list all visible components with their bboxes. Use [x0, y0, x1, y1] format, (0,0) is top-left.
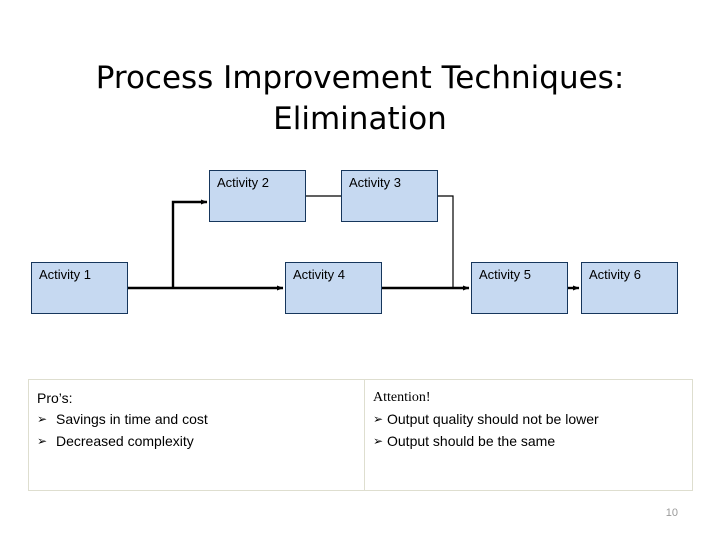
activity-node-3[interactable]: Activity 3 — [341, 170, 438, 222]
activity-node-6[interactable]: Activity 6 — [581, 262, 678, 314]
connector-activity1-to-activity2 — [171, 199, 208, 288]
activity-node-5[interactable]: Activity 5 — [471, 262, 568, 314]
notes-cell-attention: Attention! ➢ Output quality should not b… — [365, 380, 692, 490]
page-number: 10 — [665, 507, 678, 519]
list-item: ➢ Output should be the same — [373, 431, 682, 453]
list-item-label: Output should be the same — [387, 433, 556, 450]
list-item: ➢ Output quality should not be lower — [373, 409, 682, 431]
activity-node-2[interactable]: Activity 2 — [209, 170, 306, 222]
list-item-label: Output quality should not be lower — [387, 411, 599, 428]
pros-list: ➢ Savings in time and cost ➢ Decreased c… — [37, 409, 354, 453]
list-item-label: Savings in time and cost — [56, 411, 208, 428]
arrow-bullet-icon: ➢ — [37, 412, 48, 427]
arrow-bullet-icon: ➢ — [37, 434, 48, 449]
notes-cell-pros: Pro’s: ➢ Savings in time and cost ➢ Decr… — [29, 380, 365, 490]
pros-heading: Pro’s: — [37, 390, 73, 406]
page-title: Process Improvement Techniques: Eliminat… — [95, 60, 625, 138]
notes-table: Pro’s: ➢ Savings in time and cost ➢ Decr… — [28, 379, 693, 491]
list-item: ➢ Decreased complexity — [37, 431, 354, 453]
activity-node-1[interactable]: Activity 1 — [31, 262, 128, 314]
flow-connectors — [128, 195, 580, 291]
list-item-label: Decreased complexity — [56, 433, 194, 450]
connector-activity3-to-activity5 — [438, 195, 454, 289]
arrow-bullet-icon: ➢ — [373, 412, 384, 427]
arrow-bullet-icon: ➢ — [373, 434, 384, 449]
attention-list: ➢ Output quality should not be lower ➢ O… — [373, 409, 682, 453]
list-item: ➢ Savings in time and cost — [37, 409, 354, 431]
activity-node-4[interactable]: Activity 4 — [285, 262, 382, 314]
attention-heading: Attention! — [373, 390, 431, 405]
